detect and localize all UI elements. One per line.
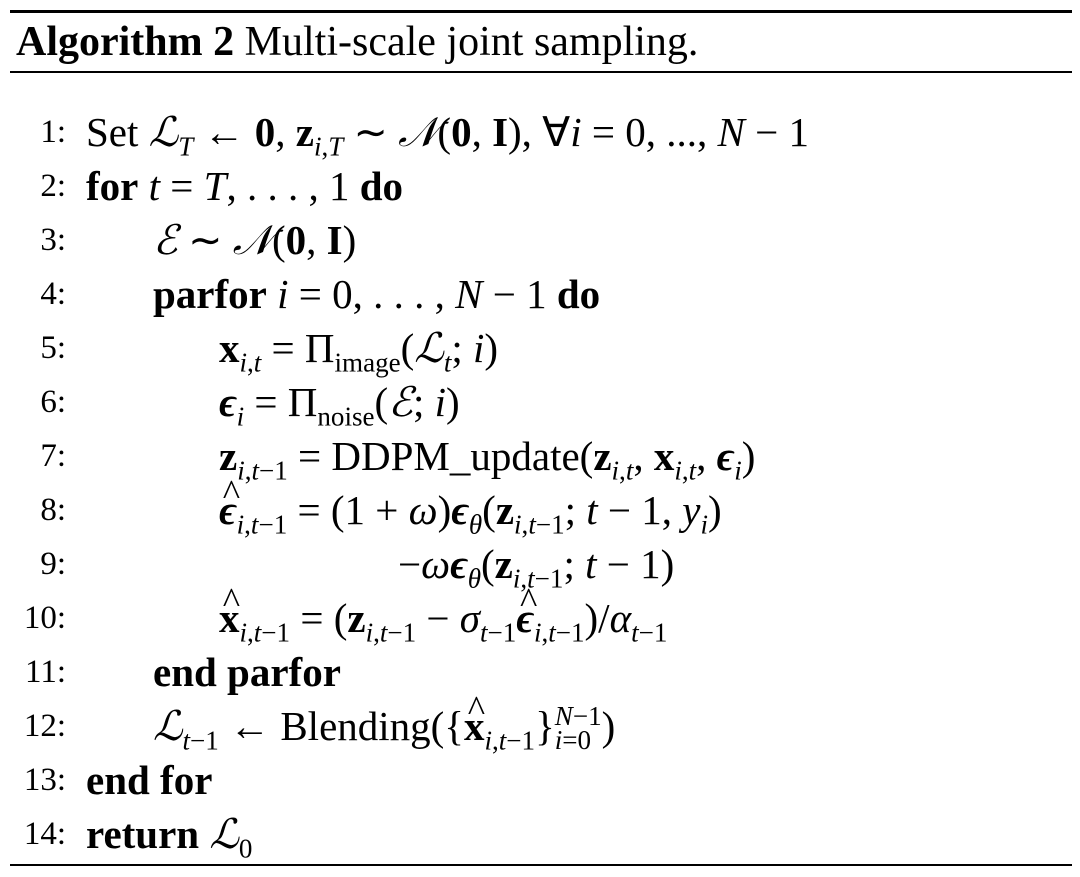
- bottom-rule: [10, 864, 1072, 866]
- line-content: xi,t−1 = (zi,t−1 − σt−1ϵi,t−1)/αt−1: [219, 574, 667, 646]
- algorithm-caption: Algorithm 2 Multi-scale joint sampling.: [16, 16, 698, 68]
- line-content: ϵi = Πnoise(ℰ; i): [219, 378, 460, 432]
- line-number: 2:: [40, 168, 66, 204]
- line-content: zi,t−1 = DDPM_update(zi,t, xi,t, ϵi): [219, 433, 756, 486]
- line-number: 8:: [40, 492, 66, 528]
- line-number: 10:: [23, 600, 66, 636]
- line-content: return ℒ0: [86, 810, 253, 864]
- top-rule: [10, 10, 1072, 13]
- line-number: 6:: [40, 384, 66, 420]
- line-number: 4:: [40, 276, 66, 312]
- line-number: 7:: [40, 438, 66, 474]
- line-number: 5:: [40, 330, 66, 366]
- line-number: 14:: [23, 816, 66, 852]
- line-content: end parfor: [153, 649, 341, 695]
- line-number: 9:: [40, 546, 66, 582]
- line-number: 13:: [23, 762, 66, 798]
- line-number: 1:: [40, 114, 66, 150]
- algorithm-title: Multi-scale joint sampling.: [244, 19, 699, 65]
- line-content: parfor i = 0, . . . , N − 1 do: [153, 271, 601, 317]
- line-number: 11:: [25, 654, 66, 690]
- caption-rule: [10, 71, 1072, 73]
- line-content: Set ℒT ← 0, zi,T ∼ 𝒩(0, I), ∀i = 0, ...,…: [86, 108, 809, 162]
- line-content: ϵi,t−1 = (1 + ω)ϵθ(zi,t−1; t − 1, yi): [219, 466, 722, 538]
- line-content: end for: [86, 757, 213, 803]
- line-content: for t = T, . . . , 1 do: [86, 163, 404, 209]
- line-content: ℒt−1 ← Blending({xi,t−1}N−1i=0): [153, 682, 615, 754]
- line-number: 3:: [40, 222, 66, 258]
- line-number: 12:: [23, 708, 66, 744]
- line-content: xi,t = Πimage(ℒt; i): [219, 324, 499, 378]
- line-content: ℰ ∼ 𝒩(0, I): [153, 216, 357, 264]
- algorithm-label: Algorithm 2: [16, 19, 235, 65]
